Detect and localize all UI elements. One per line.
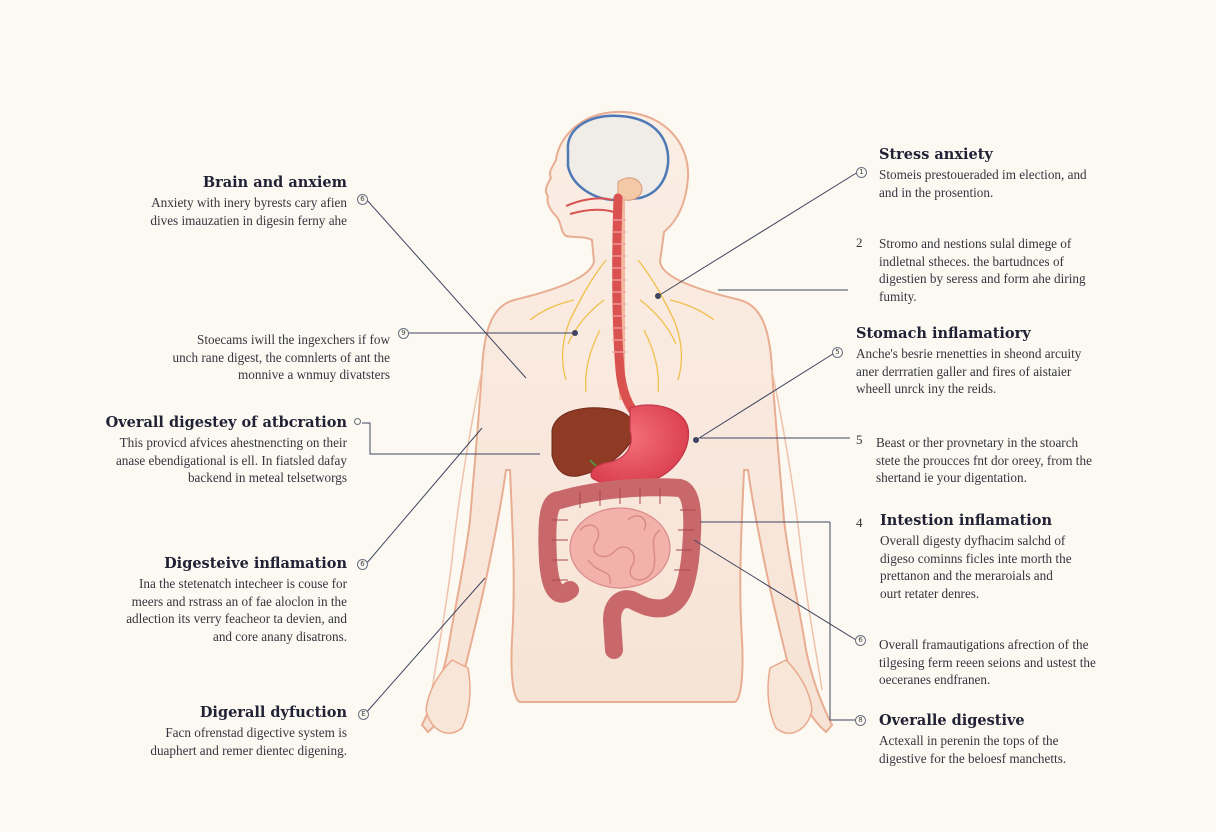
callout-overalle-digestive: Overalle digestive Actexall in perenin t… <box>879 712 1179 767</box>
callout-intestion-inflamation: Intestion inflamation Overall digesty dy… <box>880 512 1180 602</box>
callout-marker-icon: 9 <box>398 328 409 339</box>
callout-number: 5 <box>856 432 863 447</box>
leader-endpoints <box>572 293 699 443</box>
esophagus <box>612 193 639 417</box>
callout-title: Brain and anxiem <box>202 174 347 191</box>
callout-marker-icon: 6 <box>357 559 368 570</box>
callout-title: Intestion inflamation <box>880 512 1053 529</box>
left-hand <box>425 659 471 734</box>
leader-digerall <box>364 577 486 715</box>
callout-text: Stomeis prestoueraded im election, and a… <box>879 167 1087 200</box>
callout-marker-icon: 5 <box>832 347 843 358</box>
callout-text: Facn ofrenstad digective system is duaph… <box>150 725 347 758</box>
callout-overall-framautigations: Overall framautigations afrection of the… <box>879 636 1179 689</box>
callout-marker-icon: 8 <box>855 715 866 726</box>
callout-number: 2 <box>856 235 863 250</box>
callout-title: Overall digestey of atbcration <box>105 414 347 431</box>
right-hand <box>767 659 813 734</box>
right-arm <box>771 369 823 691</box>
callout-title: Overalle digestive <box>879 712 1025 729</box>
callout-text: Actexall in perenin the tops of the dige… <box>879 733 1067 766</box>
large-intestine-segments <box>552 488 696 581</box>
callout-text: Anxiety with inery byrests cary afien di… <box>150 195 347 228</box>
callout-brain-anxiety: Brain and anxiem Anxiety with inery byre… <box>47 174 347 229</box>
throat <box>565 197 615 215</box>
callout-text: Ina the stetenatch intecheer is couse fo… <box>126 576 347 644</box>
leader-lines <box>362 171 859 721</box>
callout-marker-icon: 1 <box>856 167 867 178</box>
leader-overall-digestey <box>362 422 540 455</box>
callout-stomach-inflamatiory: Stomach inflamatiory Anche's besrie rnen… <box>856 325 1176 398</box>
callout-marker-icon: 6 <box>357 194 368 205</box>
leader-overall-fram <box>693 539 857 641</box>
leader-brain <box>365 198 527 379</box>
callout-marker-icon: E <box>358 709 369 720</box>
callout-number: 4 <box>856 515 863 530</box>
callout-stress-anxiety: Stress anxiety Stomeis prestoueraded im … <box>879 146 1179 201</box>
callout-title: Digesteive inflamation <box>164 555 347 572</box>
callout-text: Stoecams iwill the ingexchers if fow unc… <box>172 332 390 382</box>
leader-overalle <box>829 522 856 721</box>
callout-text: Overall digesty dyfhacim salchd of diges… <box>880 533 1072 601</box>
callout-title: Digerall dyfuction <box>199 704 347 721</box>
left-arm <box>431 369 483 691</box>
callout-stoecams: Stoecams iwill the ingexchers if fow unc… <box>90 331 390 384</box>
leader-stomach <box>695 351 837 441</box>
callout-text: Beast or ther provnetary in the stoarch … <box>876 435 1092 485</box>
esophagus-rings <box>612 219 626 353</box>
callout-text: Stromo and nestions sulal dimege of indl… <box>879 236 1086 304</box>
callout-text: Overall framautigations afrection of the… <box>879 637 1096 687</box>
callout-digerall-dyfuction: Digerall dyfuction Facn ofrenstad digect… <box>47 704 347 759</box>
callout-text: Anche's besrie rnenetties in sheond arcu… <box>856 346 1082 396</box>
callout-marker-icon <box>354 418 361 425</box>
small-intestine <box>569 507 671 589</box>
callout-text: This provicd afvices ahestnencting on th… <box>115 435 347 485</box>
callout-digesteive-inflamation: Digesteive inflamation Ina the stetenatc… <box>47 555 347 645</box>
nerve-branches <box>529 259 715 393</box>
large-intestine <box>538 478 702 659</box>
callout-title: Stress anxiety <box>879 146 993 163</box>
leader-digesteive <box>365 427 483 565</box>
callout-item-2: Stromo and nestions sulal dimege of indl… <box>879 235 1179 305</box>
callout-marker-icon: 6 <box>855 635 866 646</box>
brain <box>566 114 670 202</box>
callout-item-5: Beast or ther provnetary in the stoarch … <box>876 434 1176 487</box>
callout-overall-digestey: Overall digestey of atbcration This prov… <box>27 414 347 487</box>
leader-stress <box>657 171 859 297</box>
callout-title: Stomach inflamatiory <box>856 325 1031 342</box>
